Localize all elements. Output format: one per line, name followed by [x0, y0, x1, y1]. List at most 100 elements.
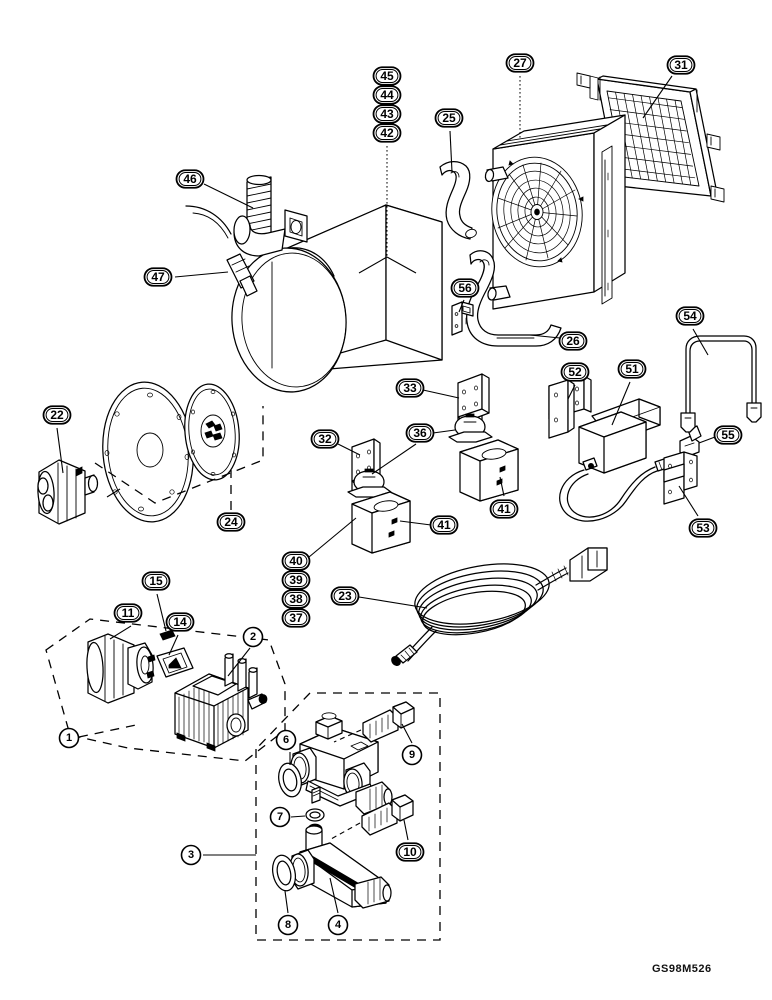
callout-8[interactable]: 8: [277, 914, 299, 936]
part-46-filler-neck-bellows: [233, 174, 308, 257]
part-15-key: [159, 629, 176, 641]
part-4-valve-body-lower: [289, 825, 392, 909]
callout-46[interactable]: 46: [175, 169, 205, 189]
callout-label: 25: [442, 111, 456, 125]
callout-label: 40: [289, 554, 303, 568]
callout-31[interactable]: 31: [666, 55, 696, 75]
callout-24[interactable]: 24: [216, 512, 246, 532]
callout-3[interactable]: 3: [180, 844, 202, 866]
callout-23[interactable]: 23: [330, 586, 360, 606]
callout-33[interactable]: 33: [395, 378, 425, 398]
callout-label: 9: [409, 749, 415, 761]
part-14-gasket-plate: [156, 647, 194, 678]
callout-label: 3: [188, 849, 194, 861]
part-10-bolt-lower: [330, 794, 414, 840]
callout-label: 22: [50, 408, 64, 422]
part-53-mounting-plate: [663, 451, 698, 505]
callout-55[interactable]: 55: [713, 425, 743, 445]
callout-15[interactable]: 15: [141, 571, 171, 591]
callout-4[interactable]: 4: [327, 914, 349, 936]
callout-label: 54: [683, 309, 697, 323]
callout-label: 32: [318, 432, 332, 446]
part-2-pump-housing: [174, 653, 268, 752]
part-52-angle-bracket: [548, 375, 592, 439]
callout-label: 1: [66, 732, 72, 744]
callout-41[interactable]: 41: [489, 499, 519, 519]
callout-52[interactable]: 52: [560, 362, 590, 382]
callout-label: 52: [568, 365, 582, 379]
part-6-o-ring-upper: [278, 762, 302, 798]
figure-code: GS98M526: [652, 963, 712, 975]
callout-39[interactable]: 39: [281, 570, 311, 590]
callout-label: 41: [497, 502, 511, 516]
callout-14[interactable]: 14: [165, 612, 195, 632]
callout-label: 31: [674, 58, 688, 72]
callout-2[interactable]: 2: [242, 626, 264, 648]
callout-44[interactable]: 44: [372, 85, 402, 105]
callout-label: 23: [338, 589, 352, 603]
callout-26[interactable]: 26: [558, 331, 588, 351]
callout-label: 43: [380, 107, 394, 121]
callout-40[interactable]: 40: [281, 551, 311, 571]
callout-label: 36: [413, 426, 427, 440]
callout-42[interactable]: 42: [372, 123, 402, 143]
valve-body-upper: [290, 712, 393, 815]
callout-label: 14: [173, 615, 187, 629]
part-41-rubber-mount-block: [351, 439, 519, 554]
part-42-45-reservoir-tank: [231, 204, 443, 393]
callout-25[interactable]: 25: [434, 108, 464, 128]
callout-label: 53: [696, 521, 710, 535]
part-25-upper-coolant-hose: [439, 161, 477, 240]
callout-54[interactable]: 54: [675, 306, 705, 326]
callout-27[interactable]: 27: [505, 53, 535, 73]
part-22-hydraulic-motor: [37, 459, 99, 525]
callout-label: 55: [721, 428, 735, 442]
part-47-temperature-sender: [185, 205, 258, 297]
callout-label: 37: [289, 611, 303, 625]
callout-label: 56: [458, 281, 472, 295]
callout-10[interactable]: 10: [395, 842, 425, 862]
callout-9[interactable]: 9: [401, 744, 423, 766]
callout-22[interactable]: 22: [42, 405, 72, 425]
callout-38[interactable]: 38: [281, 589, 311, 609]
callout-32[interactable]: 32: [310, 429, 340, 449]
part-36-isolator-mount: [347, 413, 493, 498]
part-54-wiring-harness: [680, 335, 762, 433]
callout-label: 44: [380, 88, 394, 102]
callout-label: 6: [283, 734, 289, 746]
part-27-radiator-fan-assembly: [484, 114, 626, 310]
callout-47[interactable]: 47: [143, 267, 173, 287]
callout-11[interactable]: 11: [113, 603, 143, 623]
callout-56[interactable]: 56: [450, 278, 480, 298]
callout-label: 11: [122, 606, 135, 620]
callout-label: 27: [513, 56, 527, 70]
callout-label: 24: [224, 515, 238, 529]
callout-1[interactable]: 1: [58, 727, 80, 749]
part-8-o-ring-lower: [271, 854, 297, 892]
callout-label: 41: [437, 518, 451, 532]
callout-label: 2: [250, 631, 256, 643]
callout-51[interactable]: 51: [617, 359, 647, 379]
part-26-lower-coolant-hose: [466, 250, 562, 347]
callout-label: 7: [277, 811, 283, 823]
callout-label: 4: [335, 919, 342, 931]
callout-41[interactable]: 41: [429, 515, 459, 535]
part-24-flywheel-coupling: [94, 381, 264, 523]
leader-lines: [56, 75, 716, 914]
callout-45[interactable]: 45: [372, 66, 402, 86]
callout-label: 15: [149, 574, 163, 588]
callout-label: 10: [403, 845, 417, 859]
callout-label: 33: [403, 381, 417, 395]
callout-label: 51: [625, 362, 639, 376]
callout-label: 39: [289, 573, 303, 587]
callout-43[interactable]: 43: [372, 104, 402, 124]
callout-53[interactable]: 53: [688, 518, 718, 538]
callout-7[interactable]: 7: [269, 806, 291, 828]
callout-label: 47: [151, 270, 165, 284]
callout-label: 8: [285, 919, 291, 931]
callout-6[interactable]: 6: [275, 729, 297, 751]
callout-37[interactable]: 37: [281, 608, 311, 628]
callout-36[interactable]: 36: [405, 423, 435, 443]
